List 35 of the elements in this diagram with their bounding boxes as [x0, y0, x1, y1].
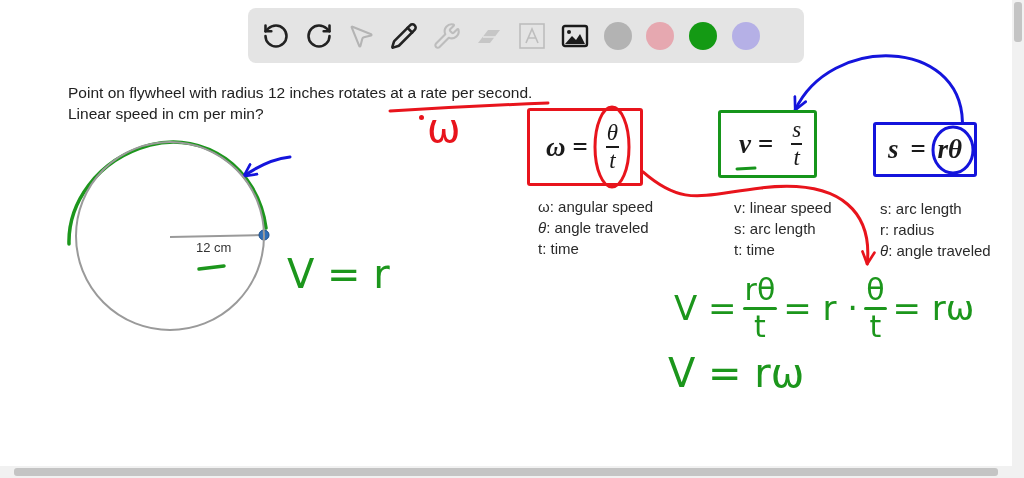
numerator: θ — [605, 120, 619, 146]
handwritten-text: V = — [674, 291, 737, 325]
formula-box — [718, 110, 817, 178]
handwritten-text: = r · — [783, 291, 859, 325]
formula-box — [873, 122, 977, 177]
definition-text: θ: angle traveled — [538, 218, 649, 238]
question-text: Point on flywheel with radius 12 inches rotates at a rate per second. — [68, 83, 533, 103]
definition-text: s: arc length — [734, 219, 816, 239]
definition-text: ω: angular speed — [538, 197, 654, 217]
definition-text: r: radius — [880, 220, 935, 240]
denominator: t — [608, 148, 617, 174]
numerator: θ — [865, 272, 886, 307]
formula-text: v = — [739, 130, 774, 158]
definition-text: θ: angle traveled — [880, 241, 991, 261]
handwritten-text: = rω — [892, 291, 975, 325]
handwritten-text: V = r — [287, 254, 390, 294]
formula-text: ω = — [546, 133, 588, 161]
question-text: Linear speed in cm per min? — [68, 104, 264, 124]
numerator: rθ — [743, 272, 777, 307]
handwritten-text: V = rω — [668, 353, 805, 393]
arrow — [641, 170, 876, 266]
denominator: t — [868, 309, 883, 344]
handwritten-text: ω — [427, 108, 461, 148]
denominator: t — [792, 145, 801, 171]
arrow — [793, 54, 964, 124]
definition-text: t: time — [538, 239, 579, 259]
definition-text: v: linear speed — [734, 198, 832, 218]
arrow — [242, 155, 292, 178]
numerator: s — [791, 117, 803, 143]
definition-text: s: arc length — [880, 199, 962, 219]
formula-text: s = rθ — [888, 136, 962, 163]
denominator: t — [753, 309, 767, 344]
radius-label: 12 cm — [196, 240, 232, 256]
definition-text: t: time — [734, 240, 775, 260]
formula-box — [527, 108, 643, 186]
